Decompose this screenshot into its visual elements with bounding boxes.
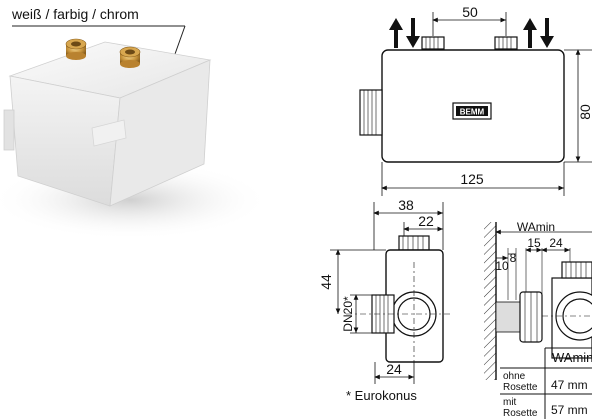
brass-fitting-left bbox=[65, 38, 87, 60]
brand-logo bbox=[456, 106, 488, 116]
table-row-1-label-1: ohne bbox=[503, 371, 526, 382]
table-row-1-label-2: Rosette bbox=[503, 382, 538, 393]
dim-side-height: 44 bbox=[318, 274, 334, 290]
dim-offset-top: 22 bbox=[418, 213, 434, 229]
wamin-label: WAmin bbox=[517, 220, 555, 234]
dim-width: 125 bbox=[460, 171, 484, 187]
wamin-table bbox=[500, 347, 592, 419]
photo-caption: weiß / farbig / chrom bbox=[12, 6, 139, 22]
side-view bbox=[330, 202, 450, 384]
dim-8: 8 bbox=[510, 251, 517, 265]
dim-spacing: 50 bbox=[462, 4, 478, 20]
dim-depth: 38 bbox=[398, 197, 414, 213]
table-row-2-value: 57 mm bbox=[551, 403, 588, 417]
table-header: WAmin bbox=[552, 350, 592, 365]
table-row-2-label-2: Rosette bbox=[503, 408, 538, 419]
dim-10: 10 bbox=[495, 259, 509, 273]
table-row-1-value: 47 mm bbox=[551, 378, 588, 392]
dim-24: 24 bbox=[549, 236, 563, 250]
table-row-2-label-1: mit bbox=[503, 397, 517, 408]
flow-arrows-right bbox=[523, 18, 554, 48]
dn-label: DN20* bbox=[341, 296, 355, 332]
dim-bottom: 24 bbox=[386, 361, 402, 377]
flow-arrows-left bbox=[389, 18, 420, 48]
dim-height: 80 bbox=[577, 104, 592, 120]
product-photo bbox=[0, 25, 270, 240]
footnote: * Eurokonus bbox=[346, 388, 417, 403]
brass-fitting-right bbox=[119, 46, 141, 68]
dim-15: 15 bbox=[527, 236, 541, 250]
brand-text: BEMM bbox=[460, 108, 485, 117]
wall-view bbox=[484, 222, 592, 380]
